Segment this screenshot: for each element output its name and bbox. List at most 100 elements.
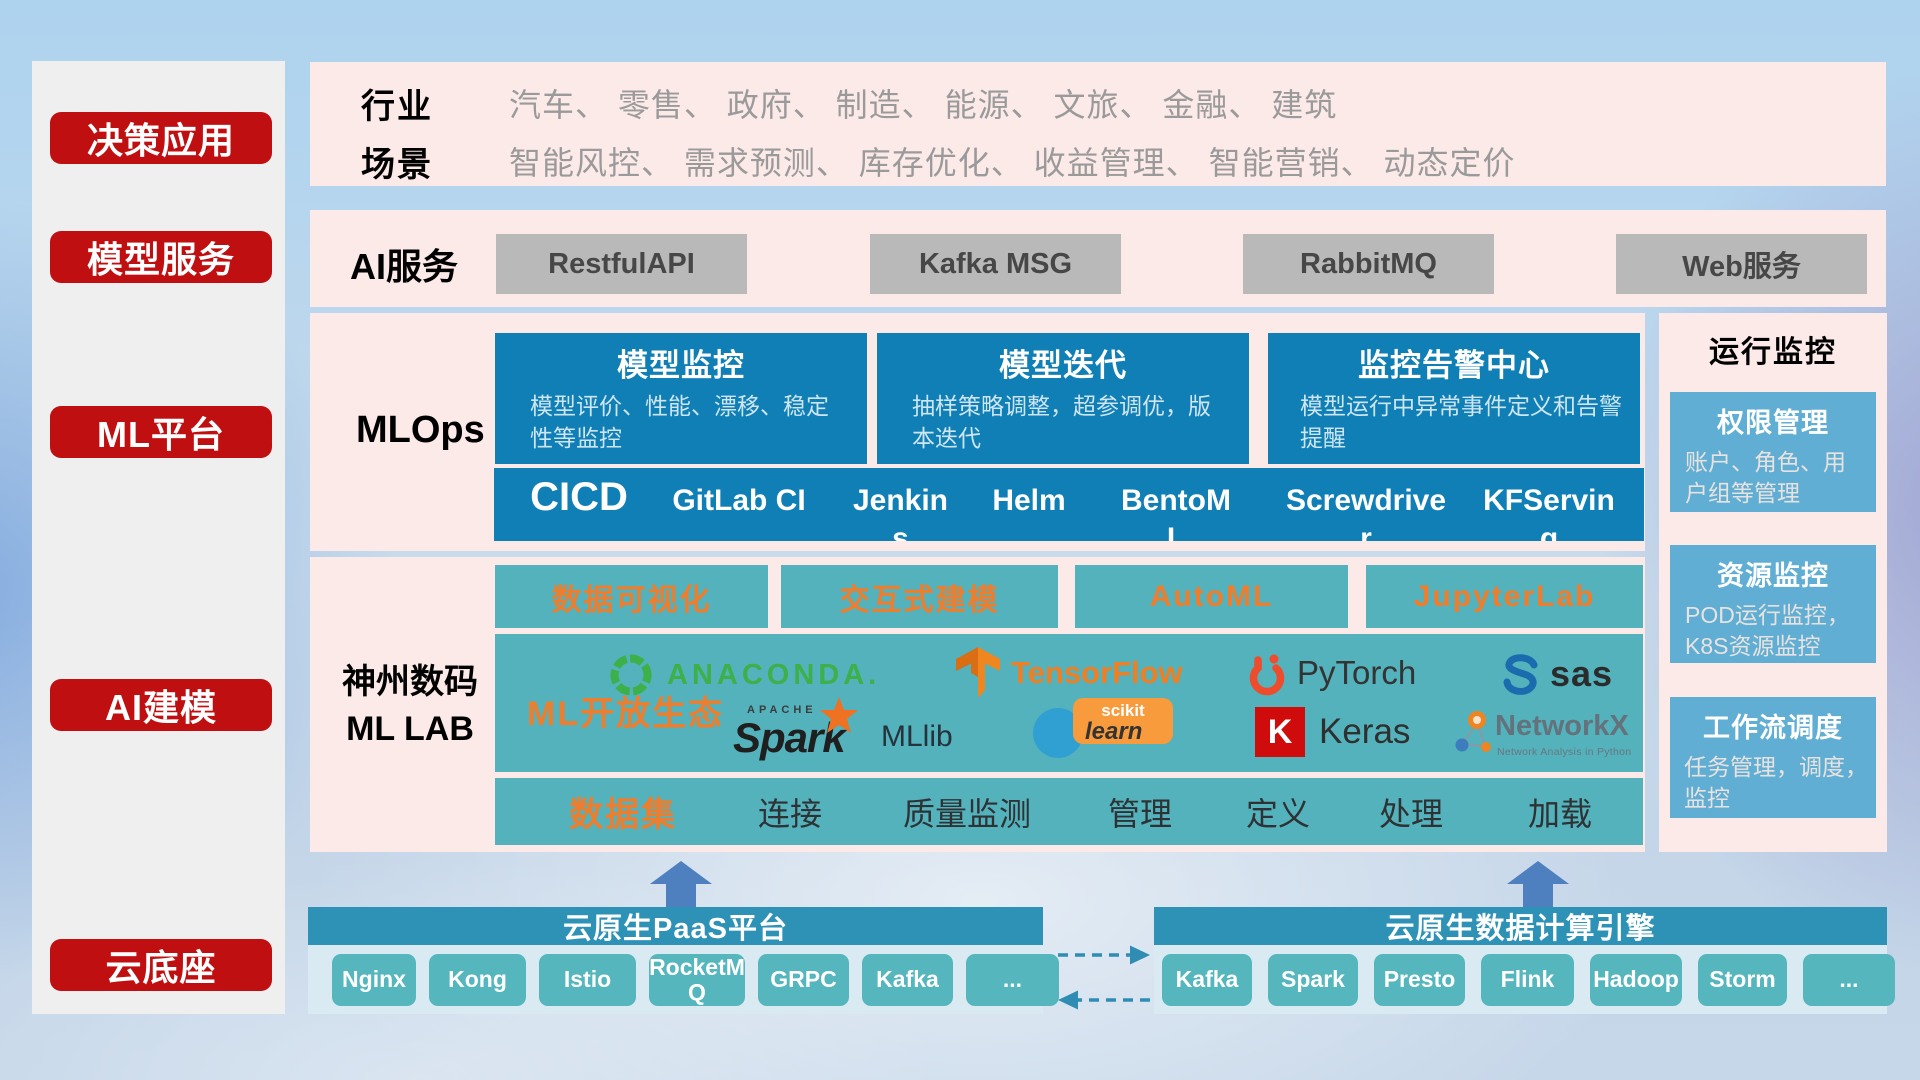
mllab-label: 神州数码 ML LAB xyxy=(342,663,478,748)
alert-center-title: 监控告警中心 xyxy=(1358,348,1550,383)
chip-istio[interactable]: Istio xyxy=(539,953,636,1006)
alert-center-desc: 模型运行中异常事件定义和告警提醒 xyxy=(1300,393,1622,451)
keras-text: Keras xyxy=(1319,712,1411,751)
tool-helm: Helm xyxy=(992,484,1066,517)
anaconda-logo: ANACONDA. xyxy=(607,650,880,700)
chip-kong[interactable]: Kong xyxy=(429,953,526,1006)
mllib-text: MLlib xyxy=(881,720,953,753)
dataset-box: 数据集 连接 质量监测 管理 定义 处理 加载 xyxy=(495,778,1643,845)
dataset-item-manage[interactable]: 管理 xyxy=(1107,795,1173,832)
paas-header: 云原生PaaS平台 xyxy=(308,907,1043,945)
service-rabbitmq[interactable]: RabbitMQ xyxy=(1243,234,1494,294)
chip-more-engine[interactable]: ... xyxy=(1803,953,1895,1006)
pytorch-icon xyxy=(1249,654,1285,696)
anaconda-text: ANACONDA. xyxy=(667,658,881,691)
chip-more-paas[interactable]: ... xyxy=(966,953,1059,1006)
tool-bentoml: BentoML xyxy=(1121,484,1231,541)
model-monitor-desc: 模型评价、性能、漂移、稳定性等监控 xyxy=(530,393,829,451)
sidebar-item-decision-app[interactable]: 决策应用 xyxy=(50,112,272,164)
keras-icon: K xyxy=(1255,707,1305,757)
spark-logo: APACHE Spark MLlib xyxy=(733,697,963,766)
chip-spark[interactable]: Spark xyxy=(1268,953,1358,1006)
tensorflow-text: TensorFlow xyxy=(1011,655,1183,690)
engine-header: 云原生数据计算引擎 xyxy=(1154,907,1887,945)
tool-automl[interactable]: AutoML xyxy=(1075,565,1348,628)
tool-screwdriver: Screwdriver xyxy=(1285,484,1447,541)
tool-interactive-modeling[interactable]: 交互式建模 xyxy=(781,565,1058,628)
dataset-item-process[interactable]: 处理 xyxy=(1378,795,1444,832)
permission-box[interactable]: 权限管理 账户、角色、用户组等管理 xyxy=(1670,392,1876,512)
dashed-arrow-right-icon xyxy=(1058,945,1150,965)
dataset-item-define[interactable]: 定义 xyxy=(1245,795,1311,832)
chip-flink[interactable]: Flink xyxy=(1481,953,1574,1006)
industry-list: 汽车、 零售、 政府、 制造、 能源、 文旅、 金融、 建筑 xyxy=(509,87,1338,123)
ai-service-panel: AI服务 RestfulAPI Kafka MSG RabbitMQ Web服务 xyxy=(310,210,1886,307)
permission-title: 权限管理 xyxy=(1717,408,1829,438)
permission-desc: 账户、角色、用户组等管理 xyxy=(1685,449,1846,506)
chip-grpc[interactable]: GRPC xyxy=(758,953,849,1006)
alert-center-box[interactable]: 监控告警中心 模型运行中异常事件定义和告警提醒 xyxy=(1268,333,1640,464)
networkx-logo: NetworkX Network Analysis in Python xyxy=(1451,706,1631,764)
model-iteration-box[interactable]: 模型迭代 抽样策略调整，超参调优，版本迭代 xyxy=(877,333,1249,464)
sidebar-item-model-service[interactable]: 模型服务 xyxy=(50,231,272,283)
chip-kafka[interactable]: Kafka xyxy=(862,953,953,1006)
networkx-text: NetworkX xyxy=(1495,710,1629,742)
dataset-item-load[interactable]: 加载 xyxy=(1527,795,1593,832)
scene-label: 场景 xyxy=(361,146,433,184)
chip-hadoop[interactable]: Hadoop xyxy=(1590,953,1682,1006)
engine-body: Kafka Spark Presto Flink Hadoop Storm ..… xyxy=(1154,945,1895,1014)
resource-title: 资源监控 xyxy=(1717,561,1829,591)
tool-gitlab-ci: GitLab CI xyxy=(672,484,806,517)
scikit-text: scikit xyxy=(1073,698,1173,744)
sas-icon xyxy=(1503,654,1538,695)
sidebar-item-cloud-base[interactable]: 云底座 xyxy=(50,939,272,991)
service-web[interactable]: Web服务 xyxy=(1616,234,1867,294)
sas-logo: sas xyxy=(1498,650,1613,698)
sidebar: 决策应用 模型服务 ML平台 AI建模 云底座 xyxy=(32,61,285,1014)
monitor-panel: 运行监控 权限管理 账户、角色、用户组等管理 资源监控 POD运行监控，K8S资… xyxy=(1659,313,1887,852)
dataset-item-connect[interactable]: 连接 xyxy=(757,795,823,832)
tool-data-visualization[interactable]: 数据可视化 xyxy=(495,565,768,628)
ml-ecosystem-box: ML开放生态 ANACONDA. TensorFlow P xyxy=(495,634,1643,772)
chip-nginx[interactable]: Nginx xyxy=(332,953,416,1006)
tool-jenkins: Jenkins xyxy=(852,484,949,541)
up-arrow-engine-icon xyxy=(1507,861,1569,907)
service-kafka-msg[interactable]: Kafka MSG xyxy=(870,234,1121,294)
sas-text: sas xyxy=(1550,653,1614,694)
spark-apache-text: APACHE xyxy=(747,704,817,716)
sidebar-item-ai-modeling[interactable]: AI建模 xyxy=(50,679,272,731)
spark-text: Spark xyxy=(733,714,846,761)
workflow-desc: 任务管理，调度，监控 xyxy=(1684,754,1868,811)
networkx-icon xyxy=(1455,711,1491,752)
scene-list: 智能风控、 需求预测、 库存优化、 收益管理、 智能营销、 动态定价 xyxy=(509,145,1516,181)
industry-panel: 行业 汽车、 零售、 政府、 制造、 能源、 文旅、 金融、 建筑 场景 智能风… xyxy=(310,62,1886,186)
keras-logo: K Keras xyxy=(1255,706,1410,758)
tool-kfserving: KFServing xyxy=(1483,484,1615,541)
workflow-box[interactable]: 工作流调度 任务管理，调度，监控 xyxy=(1670,697,1876,818)
learn-text: learn xyxy=(1085,718,1143,745)
dataset-item-quality[interactable]: 质量监测 xyxy=(902,795,1032,832)
networkx-subtext: Network Analysis in Python xyxy=(1497,746,1632,758)
sidebar-item-ml-platform[interactable]: ML平台 xyxy=(50,406,272,458)
pytorch-logo: PyTorch xyxy=(1247,648,1416,698)
mlops-panel: MLOps 模型监控 模型评价、性能、漂移、稳定性等监控 模型迭代 抽样策略调整… xyxy=(310,313,1645,551)
chip-rocketmq[interactable]: RocketMQ xyxy=(649,953,745,1006)
scikit-learn-logo: scikit learn xyxy=(1033,698,1183,764)
dashed-arrow-left-icon xyxy=(1058,990,1150,1010)
chip-presto[interactable]: Presto xyxy=(1374,953,1465,1006)
chip-kafka2[interactable]: Kafka xyxy=(1162,953,1252,1006)
tool-jupyterlab[interactable]: JupyterLab xyxy=(1366,565,1643,628)
model-iteration-desc: 抽样策略调整，超参调优，版本迭代 xyxy=(912,393,1211,451)
resource-desc: POD运行监控，K8S资源监控 xyxy=(1685,602,1850,659)
workflow-title: 工作流调度 xyxy=(1703,713,1843,743)
monitor-title: 运行监控 xyxy=(1709,336,1837,369)
cicd-bar[interactable]: CICD GitLab CI Jenkins Helm BentoML Scre… xyxy=(494,468,1644,541)
tensorflow-logo: TensorFlow xyxy=(955,646,1183,700)
paas-title: 云原生PaaS平台 xyxy=(563,913,788,945)
resource-box[interactable]: 资源监控 POD运行监控，K8S资源监控 xyxy=(1670,545,1876,663)
service-restfulapi[interactable]: RestfulAPI xyxy=(496,234,747,294)
chip-storm[interactable]: Storm xyxy=(1698,953,1787,1006)
model-monitor-box[interactable]: 模型监控 模型评价、性能、漂移、稳定性等监控 xyxy=(495,333,867,464)
model-iteration-title: 模型迭代 xyxy=(999,348,1127,383)
